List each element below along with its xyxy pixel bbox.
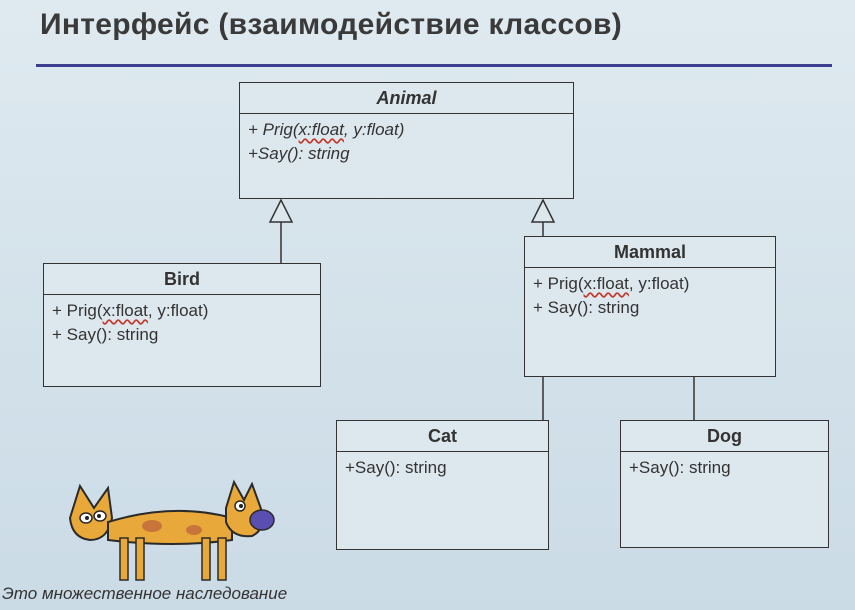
class-dog-op-say: +Say(): string bbox=[629, 458, 731, 477]
class-mammal: Mammal + Prig(x:float, y:float) + Say():… bbox=[524, 236, 776, 377]
page-title: Интерфейс (взаимодействие классов) bbox=[40, 8, 623, 41]
caption-multiple-inheritance: Это множественное наследование bbox=[2, 584, 288, 603]
mammal-to-animal-arrow bbox=[530, 198, 556, 223]
class-animal-op-say: +Say(): string bbox=[248, 144, 350, 163]
class-bird-name: Bird bbox=[44, 264, 320, 295]
class-animal-name: Animal bbox=[240, 83, 573, 114]
class-dog-name: Dog bbox=[621, 421, 828, 452]
class-animal: Animal + Prig(x:float, y:float) +Say(): … bbox=[239, 82, 574, 199]
class-cat-name: Cat bbox=[337, 421, 548, 452]
class-mammal-name: Mammal bbox=[525, 237, 775, 268]
class-cat-op-say: +Say(): string bbox=[345, 458, 447, 477]
class-dog: Dog +Say(): string bbox=[620, 420, 829, 548]
class-bird: Bird + Prig(x:float, y:float) + Say(): s… bbox=[43, 263, 321, 387]
class-mammal-op-say: + Say(): string bbox=[533, 298, 640, 317]
title-underline bbox=[36, 64, 832, 67]
class-cat: Cat +Say(): string bbox=[336, 420, 549, 550]
class-bird-op-say: + Say(): string bbox=[52, 325, 159, 344]
class-animal-op-prig: + Prig(x:float, y:float) bbox=[248, 120, 405, 139]
bird-to-animal-arrow bbox=[268, 198, 294, 223]
class-mammal-op-prig: + Prig(x:float, y:float) bbox=[533, 274, 690, 293]
cartoon-cat-icon bbox=[68, 479, 275, 581]
class-bird-op-prig: + Prig(x:float, y:float) bbox=[52, 301, 209, 320]
